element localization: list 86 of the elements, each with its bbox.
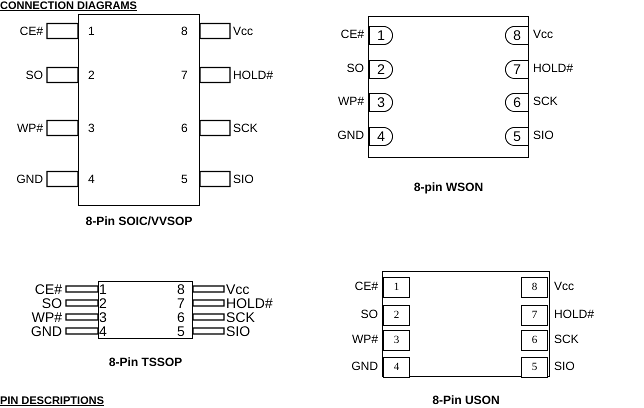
package-caption: 8-Pin SOIC/VVSOP: [84, 214, 194, 228]
pin-pad: [369, 126, 393, 146]
pin-name: Vcc: [554, 279, 574, 293]
pin-number: 6: [177, 310, 185, 324]
pin-number: 3: [99, 310, 107, 324]
pin-name: SO: [360, 307, 378, 321]
pin-number: 4: [99, 324, 107, 338]
pin-name: Vcc: [226, 282, 250, 296]
pin-pad: [521, 276, 548, 298]
section-heading: CONNECTION DIAGRAMS: [0, 0, 137, 13]
pin-number: 6: [181, 121, 188, 135]
pin-name: WP#: [32, 310, 62, 324]
pin-name: SCK: [533, 94, 558, 108]
pin-number: 7: [513, 62, 521, 76]
pin-pad: [383, 304, 410, 326]
pin-pad: [521, 304, 548, 326]
pin-name: GND: [16, 172, 43, 186]
pin-pad: [521, 330, 548, 350]
pin-name: WP#: [16, 121, 43, 135]
pin-name: SO: [26, 68, 43, 82]
pin-pad: [505, 126, 529, 146]
pin-number: 7: [181, 68, 188, 82]
pin-number: 3: [88, 121, 95, 135]
pin-number: 8: [513, 28, 521, 42]
pin-number: 6: [513, 95, 521, 109]
pin-name: SIO: [554, 359, 575, 373]
pin-name: WP#: [352, 332, 378, 346]
pin-name: WP#: [338, 94, 364, 108]
pin-number: 2: [394, 310, 400, 320]
pin-name: Vcc: [533, 27, 554, 41]
pin-name: SCK: [226, 310, 255, 324]
pin-name: HOLD#: [533, 61, 574, 75]
pin-pad: [369, 60, 393, 78]
pin-name: HOLD#: [233, 68, 274, 82]
pin-number: 4: [377, 129, 385, 143]
pin-number: 2: [377, 62, 385, 76]
pin-name: HOLD#: [554, 307, 594, 321]
pin-pad: [505, 92, 529, 112]
pin-number: 5: [181, 172, 188, 186]
pin-name: CE#: [34, 282, 62, 296]
pin-number: 3: [377, 95, 385, 109]
pin-pad: [383, 356, 410, 378]
pin-name: SIO: [233, 172, 254, 186]
pin-number: 7: [532, 310, 538, 320]
pin-name: SCK: [233, 121, 258, 135]
package-caption: 8-Pin USON: [431, 393, 501, 407]
pin-name: SIO: [533, 128, 554, 142]
pin-pad: [369, 92, 393, 112]
pin-name: SIO: [226, 324, 250, 338]
pin-pad: [383, 330, 410, 350]
pin-name: SO: [42, 296, 62, 310]
pin-name: Vcc: [233, 24, 254, 38]
package-caption: 8-Pin TSSOP: [108, 355, 184, 369]
pin-number: 5: [532, 362, 538, 372]
pin-name: CE#: [20, 24, 43, 38]
pin-number: 8: [532, 282, 538, 292]
pin-number: 6: [532, 334, 538, 346]
pin-number: 8: [177, 282, 185, 296]
pin-pad: [383, 276, 410, 298]
pin-pad: [505, 60, 529, 78]
pin-number: 5: [513, 129, 521, 143]
pin-number: 1: [394, 282, 400, 292]
pin-name: SCK: [554, 332, 579, 346]
pin-name: GND: [30, 324, 62, 338]
pin-number: 1: [99, 282, 107, 296]
section-heading: PIN DESCRIPTIONS: [0, 395, 104, 408]
pin-number: 1: [88, 24, 95, 38]
pin-pad: [369, 26, 393, 44]
pin-number: 4: [88, 172, 95, 186]
pin-name: SO: [346, 61, 364, 75]
pin-name: HOLD#: [226, 296, 273, 310]
pin-pad: [505, 26, 529, 44]
pin-number: 7: [177, 296, 185, 310]
pin-number: 8: [181, 24, 188, 38]
pin-pad: [521, 356, 548, 378]
pin-name: GND: [337, 128, 364, 142]
pin-number: 3: [394, 334, 400, 346]
pin-name: CE#: [340, 27, 364, 41]
pin-name: GND: [351, 359, 378, 373]
pin-number: 2: [88, 68, 95, 82]
pin-name: CE#: [354, 279, 378, 293]
pin-number: 4: [394, 362, 400, 372]
pin-number: 5: [177, 324, 185, 338]
pin-number: 1: [377, 28, 385, 42]
pin-number: 2: [99, 296, 107, 310]
package-caption: 8-pin WSON: [412, 180, 484, 194]
